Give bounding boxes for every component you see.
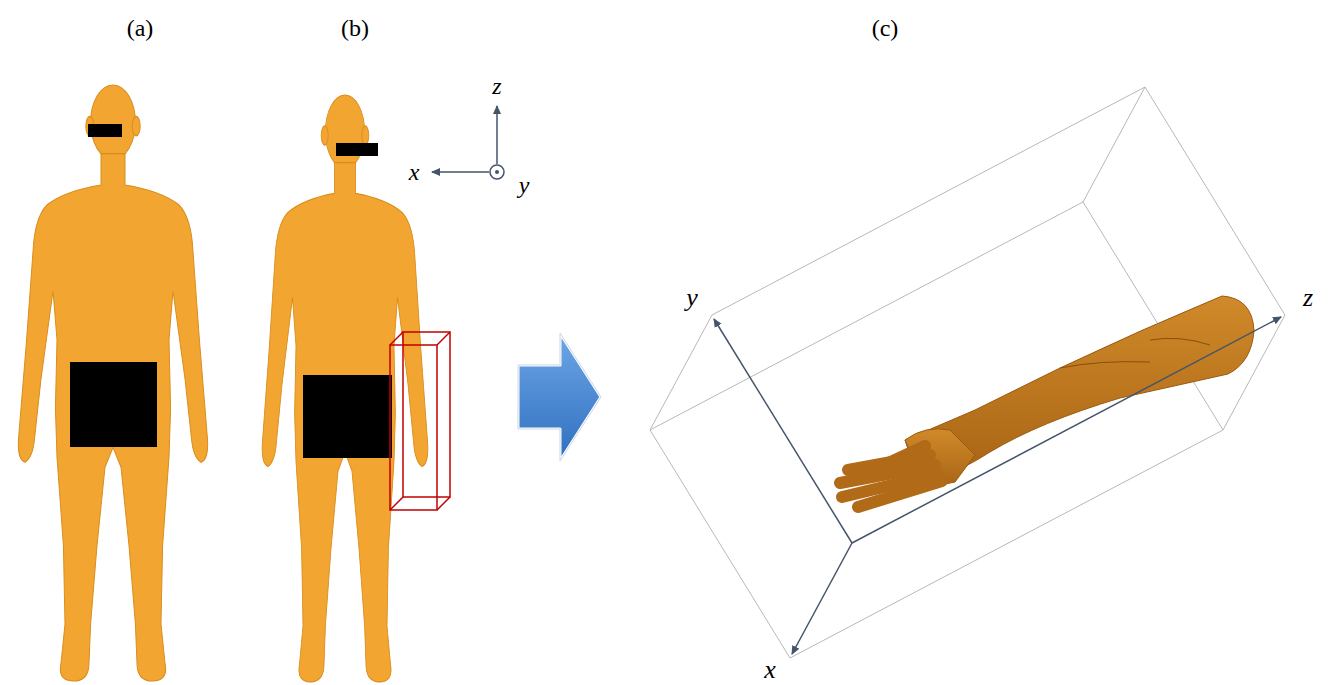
axis-label: y [519, 172, 530, 198]
axis-label: x [764, 655, 776, 684]
panel-label: (c) [872, 15, 899, 41]
figure-label: y [519, 172, 530, 199]
figure-label: z [1303, 283, 1313, 313]
panel-label: (a) [127, 15, 154, 41]
figure-label: (a) [127, 15, 154, 42]
figure-label: x [409, 159, 420, 186]
figure-label: (b) [341, 15, 369, 42]
axis-label: y [686, 283, 698, 312]
figure-label: z [492, 73, 501, 100]
figure-label: x [764, 655, 776, 685]
panel-label: (b) [341, 15, 369, 41]
axis-label: z [1303, 283, 1313, 312]
figure-label: (c) [872, 15, 899, 42]
figure-label: y [686, 283, 698, 313]
axis-label: z [492, 73, 501, 99]
axis-label: x [409, 159, 420, 185]
